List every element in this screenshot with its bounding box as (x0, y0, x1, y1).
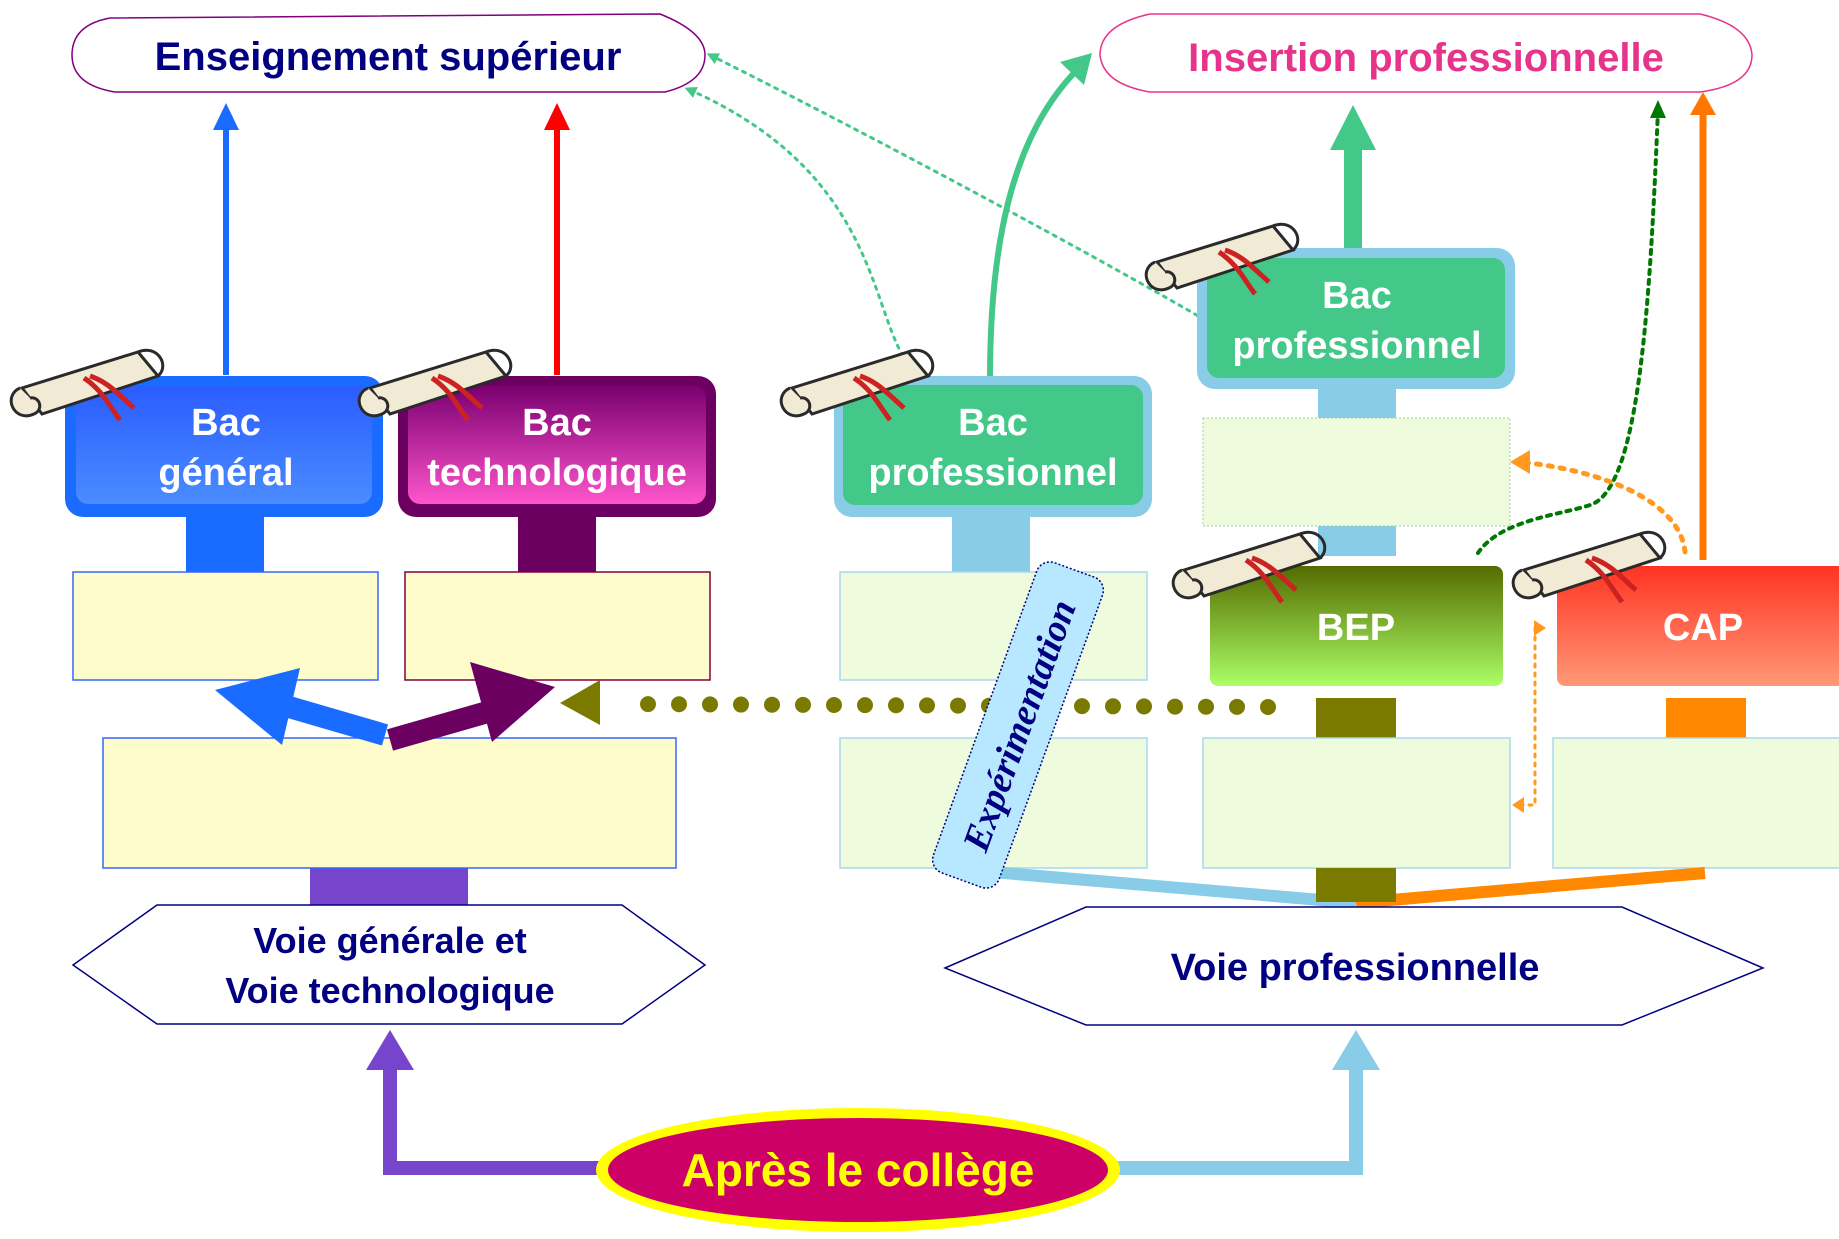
start-label: Après le collège (682, 1144, 1035, 1196)
terminale-general-box (72, 571, 379, 681)
dotted-cap-to-bep (1512, 620, 1546, 813)
connector-bac-pro-bep-top (1318, 388, 1396, 418)
connector-bep (1316, 698, 1396, 738)
dotted-cap-to-bac-pro (1510, 450, 1688, 555)
connector-techno (518, 515, 596, 572)
arrow-bac-pro-to-employment (987, 53, 1092, 379)
arrow-bac-techno-up (544, 103, 570, 375)
arrow-bac-general-up (213, 103, 239, 375)
bac-general-line2: général (158, 452, 293, 494)
higher-education-target: Enseignement supérieur (71, 13, 706, 93)
connector-general-track (310, 868, 468, 906)
bep-node: BEP (1210, 566, 1503, 686)
seconde-bep-box (1202, 737, 1511, 869)
bac-pro-bep-node: Bac professionnel (1197, 248, 1515, 389)
bac-techno-node: Bac technologique (398, 376, 716, 517)
diploma-scroll-icon (779, 348, 935, 422)
bac-techno-line2: technologique (427, 452, 687, 494)
diploma-scroll-icon (1144, 222, 1300, 296)
diploma-scroll-icon (9, 348, 165, 422)
connector-general (186, 515, 264, 572)
bac-pro-bep-line2: professionnel (1232, 325, 1481, 367)
bac-techno-line1: Bac (522, 402, 592, 444)
higher-education-label: Enseignement supérieur (155, 35, 622, 79)
pro-track-label: Voie professionnelle (1171, 947, 1540, 989)
pro-track-hexagon: Voie professionnelle (943, 906, 1765, 1026)
bac-pro-line2: professionnel (868, 452, 1117, 494)
cap-label: CAP (1663, 607, 1743, 649)
employment-label: Insertion professionnelle (1188, 36, 1664, 80)
terminale-pro-bep-box (1202, 417, 1511, 527)
diploma-scroll-icon (357, 348, 513, 422)
general-track-line1: Voie générale et (253, 920, 526, 961)
terminale-techno-box (404, 571, 711, 681)
seconde-generale-box (102, 737, 677, 869)
arrow-bac-pro-bep-up (1330, 105, 1376, 255)
general-track-hexagon: Voie générale et Voie technologique (71, 904, 707, 1025)
connector-bac-pro-bep-mid (1318, 526, 1396, 556)
diploma-scroll-icon (1511, 530, 1667, 604)
dotted-bac-pro-to-higher-ed (684, 53, 1207, 358)
connector-cap (1666, 698, 1746, 738)
bac-pro-line1: Bac (958, 402, 1028, 444)
diploma-scroll-icon (1171, 530, 1327, 604)
employment-target: Insertion professionnelle (1099, 13, 1753, 93)
bac-pro-bep-line1: Bac (1322, 275, 1392, 317)
bac-general-line1: Bac (191, 402, 261, 444)
connectors-pro-base (991, 866, 1706, 909)
connector-bac-pro (952, 515, 1030, 572)
arrow-cap-to-employment (1690, 92, 1716, 560)
arrows-from-start (366, 1030, 1380, 1175)
bep-label: BEP (1317, 607, 1395, 649)
cap-node: CAP (1557, 566, 1839, 686)
arrow-seconde-to-general (215, 668, 389, 746)
start-node: Après le collège (596, 1108, 1120, 1232)
general-track-line2: Voie technologique (225, 970, 554, 1011)
bac-general-node: Bac général (65, 376, 383, 517)
first-year-cap-box (1552, 737, 1839, 869)
bac-pro-node: Bac professionnel (834, 376, 1152, 517)
arrow-seconde-to-techno (386, 662, 555, 751)
dotted-bep-to-techno (560, 680, 1276, 725)
